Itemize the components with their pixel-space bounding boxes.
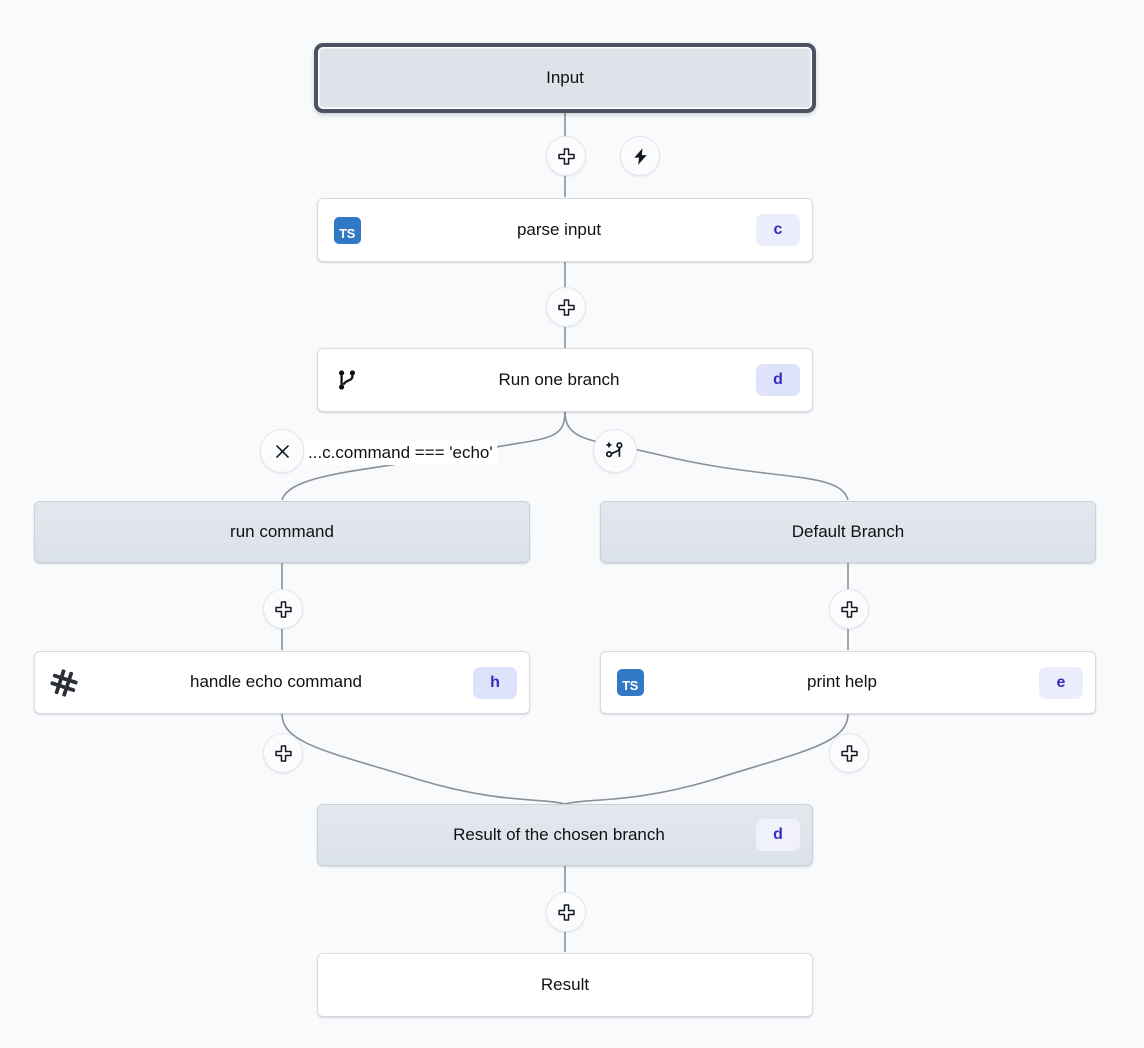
- node-handle-echo-command[interactable]: handle echo command h: [34, 651, 530, 714]
- remove-branch-button[interactable]: [260, 429, 304, 473]
- typescript-icon: TS: [615, 668, 645, 698]
- plus-icon: [274, 600, 293, 619]
- node-input[interactable]: Input: [314, 43, 816, 113]
- node-result-label: Result: [540, 974, 590, 994]
- node-run-command-label: run command: [230, 521, 334, 541]
- branch-condition-label: ...c.command === 'echo': [304, 441, 497, 466]
- node-default-branch-label: Default Branch: [791, 521, 905, 541]
- add-branch-button[interactable]: [593, 429, 637, 473]
- plus-icon: [840, 600, 859, 619]
- node-parse-input[interactable]: TS parse input c: [317, 198, 813, 262]
- plus-icon: [557, 298, 576, 317]
- typescript-icon-glyph: TS: [333, 216, 361, 244]
- close-icon: [273, 442, 292, 461]
- add-step-button-4[interactable]: [829, 589, 869, 629]
- add-step-button-5[interactable]: [263, 733, 303, 773]
- plus-icon: [274, 744, 293, 763]
- typescript-icon-glyph: TS: [616, 669, 644, 696]
- node-print-help[interactable]: TS print help e: [600, 651, 1096, 714]
- node-print-help-badge[interactable]: e: [1039, 666, 1083, 699]
- node-input-label: Input: [546, 67, 584, 87]
- add-step-button-2[interactable]: [546, 287, 586, 327]
- node-parse-input-label: parse input: [516, 219, 602, 239]
- node-default-branch[interactable]: Default Branch: [600, 501, 1096, 563]
- node-print-help-label: print help: [807, 672, 877, 692]
- git-branch-icon: [332, 365, 362, 395]
- node-result-of-chosen-branch-badge[interactable]: d: [756, 819, 800, 851]
- bash-hash-icon-glyph: [50, 668, 78, 697]
- node-run-one-branch[interactable]: Run one branch d: [317, 348, 813, 412]
- add-step-button-6[interactable]: [829, 733, 869, 773]
- node-run-one-branch-label: Run one branch: [498, 369, 620, 389]
- trigger-button[interactable]: [620, 136, 660, 176]
- bash-hash-icon: [49, 668, 79, 698]
- lightning-icon: [631, 147, 650, 166]
- node-handle-echo-command-badge[interactable]: h: [473, 666, 517, 699]
- plus-icon: [557, 147, 576, 166]
- plus-icon: [557, 903, 576, 922]
- add-step-button-3[interactable]: [263, 589, 303, 629]
- node-run-one-branch-badge[interactable]: d: [756, 364, 800, 396]
- node-result-of-chosen-branch[interactable]: Result of the chosen branch d: [317, 804, 813, 866]
- typescript-icon: TS: [332, 215, 362, 245]
- plus-icon: [840, 744, 859, 763]
- node-parse-input-badge[interactable]: c: [756, 214, 800, 246]
- add-step-button-7[interactable]: [546, 892, 586, 932]
- node-handle-echo-command-label: handle echo command: [189, 672, 362, 692]
- node-run-command[interactable]: run command: [34, 501, 530, 563]
- add-step-button-1[interactable]: [546, 136, 586, 176]
- node-result[interactable]: Result: [317, 953, 813, 1017]
- git-branch-plus-icon: [604, 440, 626, 462]
- node-result-of-chosen-branch-label: Result of the chosen branch: [453, 824, 665, 844]
